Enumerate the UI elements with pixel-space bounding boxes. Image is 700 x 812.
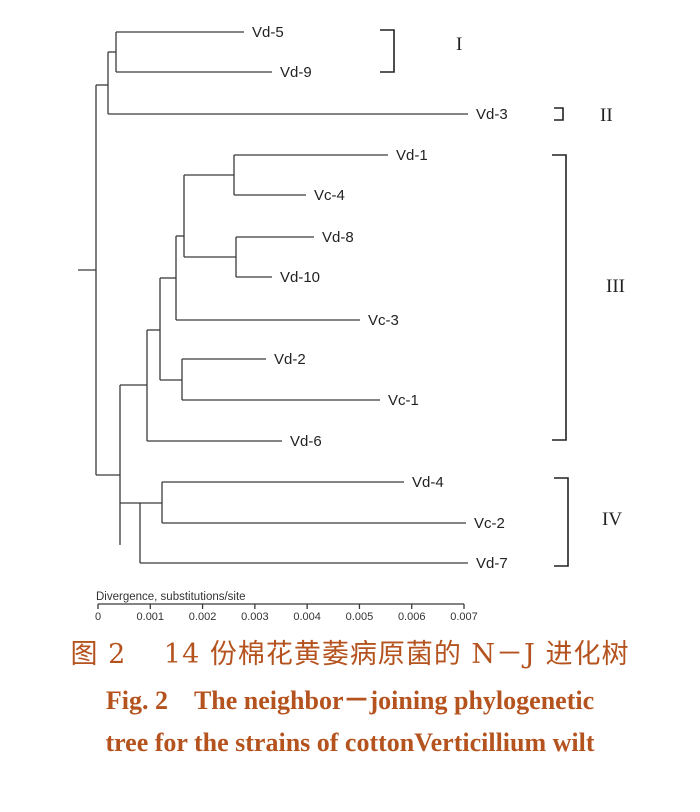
scale-ticks: 0 0.001 0.002 0.003 0.004 0.005 0.006 0.007 — [95, 604, 478, 623]
caption-english-line2: tree for the strains of cottonVerticilli… — [105, 728, 595, 757]
phylogenetic-tree: Vd-5 Vd-9 Vd-3 Vd-1 Vc-4 Vd-8 Vd-10 Vc-3… — [78, 24, 625, 623]
leaf-label: Vd-2 — [274, 351, 306, 368]
scale-tick-label: 0.001 — [137, 611, 165, 623]
leaf-label: Vd-10 — [280, 269, 320, 286]
group-label-IV: IV — [602, 509, 622, 530]
leaf-label: Vd-3 — [476, 106, 508, 123]
group-label-III: III — [606, 276, 625, 297]
scale-title: Divergence, substitutions/site — [96, 591, 246, 603]
leaf-label: Vd-5 — [252, 24, 284, 41]
group-IV-bracket — [554, 477, 569, 567]
scale-tick-label: 0.005 — [346, 611, 374, 623]
group-label-I: I — [456, 34, 462, 55]
leaf-label: Vc-2 — [474, 515, 505, 532]
leaf-label: Vc-3 — [368, 312, 399, 329]
leaf-label: Vd-4 — [412, 474, 444, 491]
group-II-bracket — [554, 107, 564, 121]
leaf-label: Vd-1 — [396, 147, 428, 164]
scale-tick-label: 0.003 — [241, 611, 269, 623]
leaf-label: Vc-4 — [314, 187, 345, 204]
scale-tick-label: 0.006 — [398, 611, 426, 623]
scale-tick-label: 0.004 — [293, 611, 321, 623]
caption-english-line1: Fig. 2 The neighbor－joining phylogenetic — [105, 686, 595, 715]
leaf-label: Vd-6 — [290, 433, 322, 450]
scale-tick-label: 0.007 — [450, 611, 478, 623]
scale-tick-label: 0 — [95, 611, 101, 623]
caption-chinese: 图 2 14 份棉花黄萎病原菌的 N－J 进化树 — [70, 639, 630, 670]
group-label-II: II — [600, 105, 613, 126]
leaf-label: Vc-1 — [388, 392, 419, 409]
leaf-label: Vd-7 — [476, 555, 508, 572]
group-I-bracket — [380, 29, 395, 73]
group-III-bracket — [552, 154, 567, 441]
scale-tick-label: 0.002 — [189, 611, 217, 623]
leaf-label: Vd-9 — [280, 64, 312, 81]
leaf-label: Vd-8 — [322, 229, 354, 246]
